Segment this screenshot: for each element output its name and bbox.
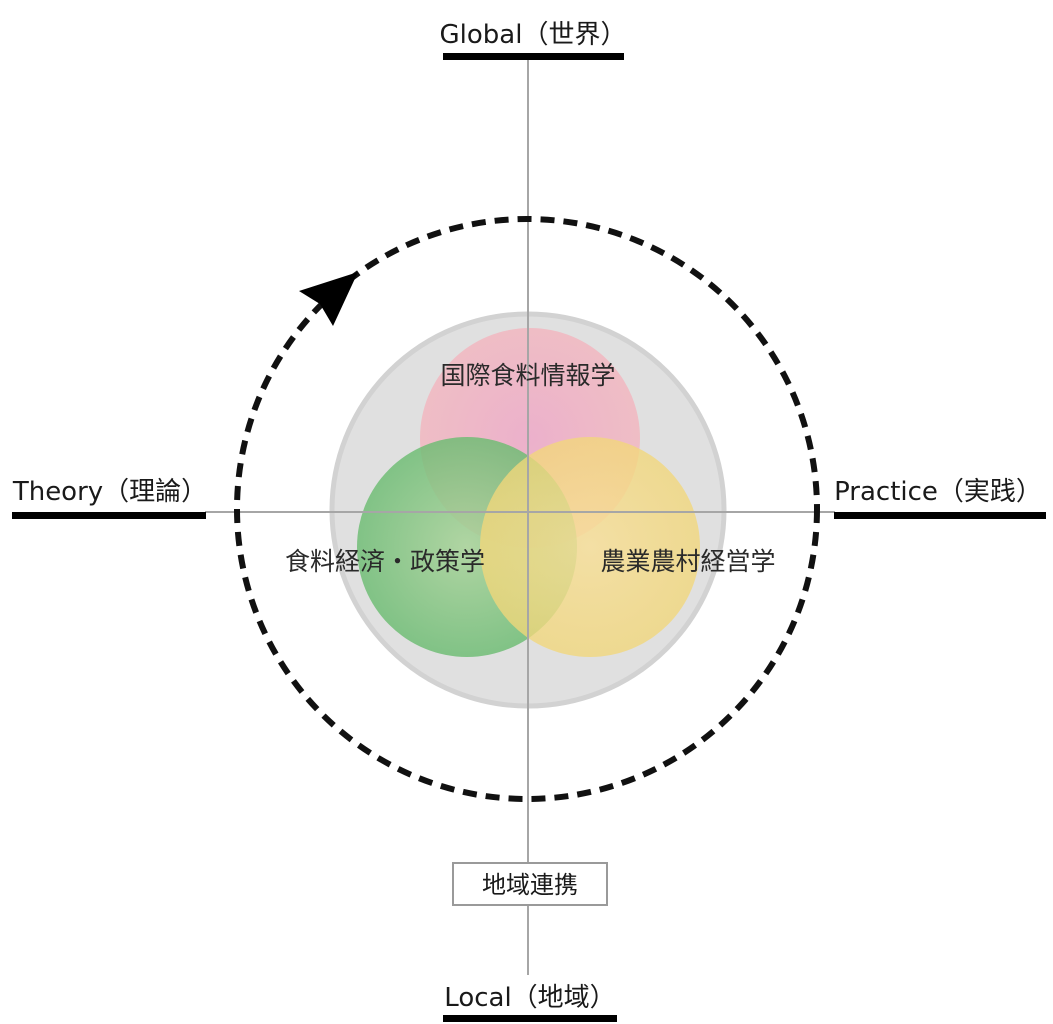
field-label-economics: 食料経済・政策学 bbox=[285, 547, 485, 576]
dashed-cycle-circle bbox=[234, 216, 820, 802]
cycle-arrow-icon bbox=[299, 272, 358, 326]
field-label-agriculture: 農業農村経営学 bbox=[600, 547, 775, 576]
axis-label-right-underline bbox=[834, 512, 1046, 519]
axis-label-bottom: Local（地域） bbox=[444, 983, 615, 1013]
axis-label-top-underline bbox=[443, 53, 624, 60]
axis-label-left: Theory（理論） bbox=[12, 477, 207, 507]
axis-label-left-underline bbox=[12, 512, 206, 519]
regional-collaboration-label: 地域連携 bbox=[482, 871, 578, 899]
axis-label-right: Practice（実践） bbox=[834, 477, 1042, 507]
venn-circle-agriculture bbox=[480, 437, 700, 657]
axis-label-bottom-underline bbox=[443, 1015, 617, 1022]
axis-label-top: Global（世界） bbox=[440, 20, 627, 50]
field-label-international: 国際食料情報学 bbox=[440, 361, 615, 390]
regional-collaboration-box bbox=[452, 862, 608, 906]
